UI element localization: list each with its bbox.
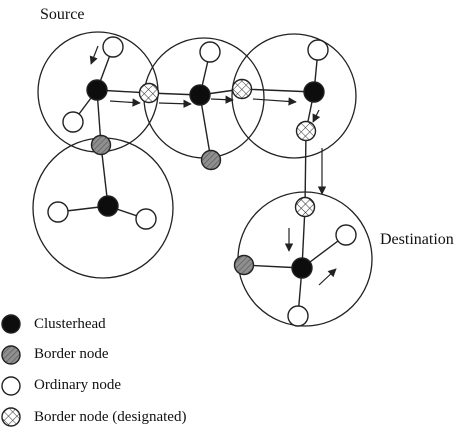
legend-designated-border-node-icon: [1, 407, 21, 427]
ordinary-node: [135, 208, 157, 230]
designated-border-node: [138, 82, 160, 104]
nodes: [47, 36, 357, 327]
legend-label-border-node: Border node: [34, 346, 109, 362]
ordinary-node: [287, 305, 309, 327]
route-arrow: [89, 45, 99, 65]
source-label: Source: [40, 6, 85, 23]
designated-border-node: [295, 120, 317, 142]
route-arrow: [158, 99, 192, 108]
legend-ordinary-node-icon: [1, 376, 21, 396]
clusterhead-node: [291, 257, 313, 279]
designated-border-node: [294, 196, 316, 218]
clusterhead-node: [303, 81, 325, 103]
ordinary-node: [62, 111, 84, 133]
legend-symbols: [1, 314, 21, 427]
clusterhead-node: [97, 195, 119, 217]
cluster-middle-right: [231, 33, 357, 159]
route-arrow: [109, 98, 141, 107]
ordinary-node: [102, 36, 124, 58]
link: [304, 130, 307, 208]
route-arrow: [312, 109, 321, 123]
clusterhead-node: [189, 84, 211, 106]
border-node: [233, 254, 255, 276]
cluster-circles: [32, 31, 373, 327]
route-arrow: [252, 97, 297, 106]
legend-label-ordinary-node: Ordinary node: [34, 377, 122, 393]
ordinary-node: [307, 39, 329, 61]
route-arrow: [210, 95, 234, 104]
legend-border-node-icon: [1, 345, 21, 365]
ordinary-node: [199, 41, 221, 63]
border-node: [90, 134, 112, 156]
ordinary-node: [47, 201, 69, 223]
route-arrows: [89, 45, 337, 286]
border-node: [200, 149, 222, 171]
clusterhead-node: [86, 79, 108, 101]
destination-label: Destination: [380, 231, 454, 248]
legend-label-clusterhead: Clusterhead: [34, 316, 106, 332]
link: [241, 88, 315, 93]
ordinary-node: [335, 224, 357, 246]
legend-label-designated-border-node: Border node (designated): [34, 409, 187, 425]
designated-border-node: [231, 78, 253, 100]
legend-clusterhead-icon: [1, 314, 21, 334]
link: [199, 94, 212, 161]
route-arrow: [318, 268, 337, 286]
